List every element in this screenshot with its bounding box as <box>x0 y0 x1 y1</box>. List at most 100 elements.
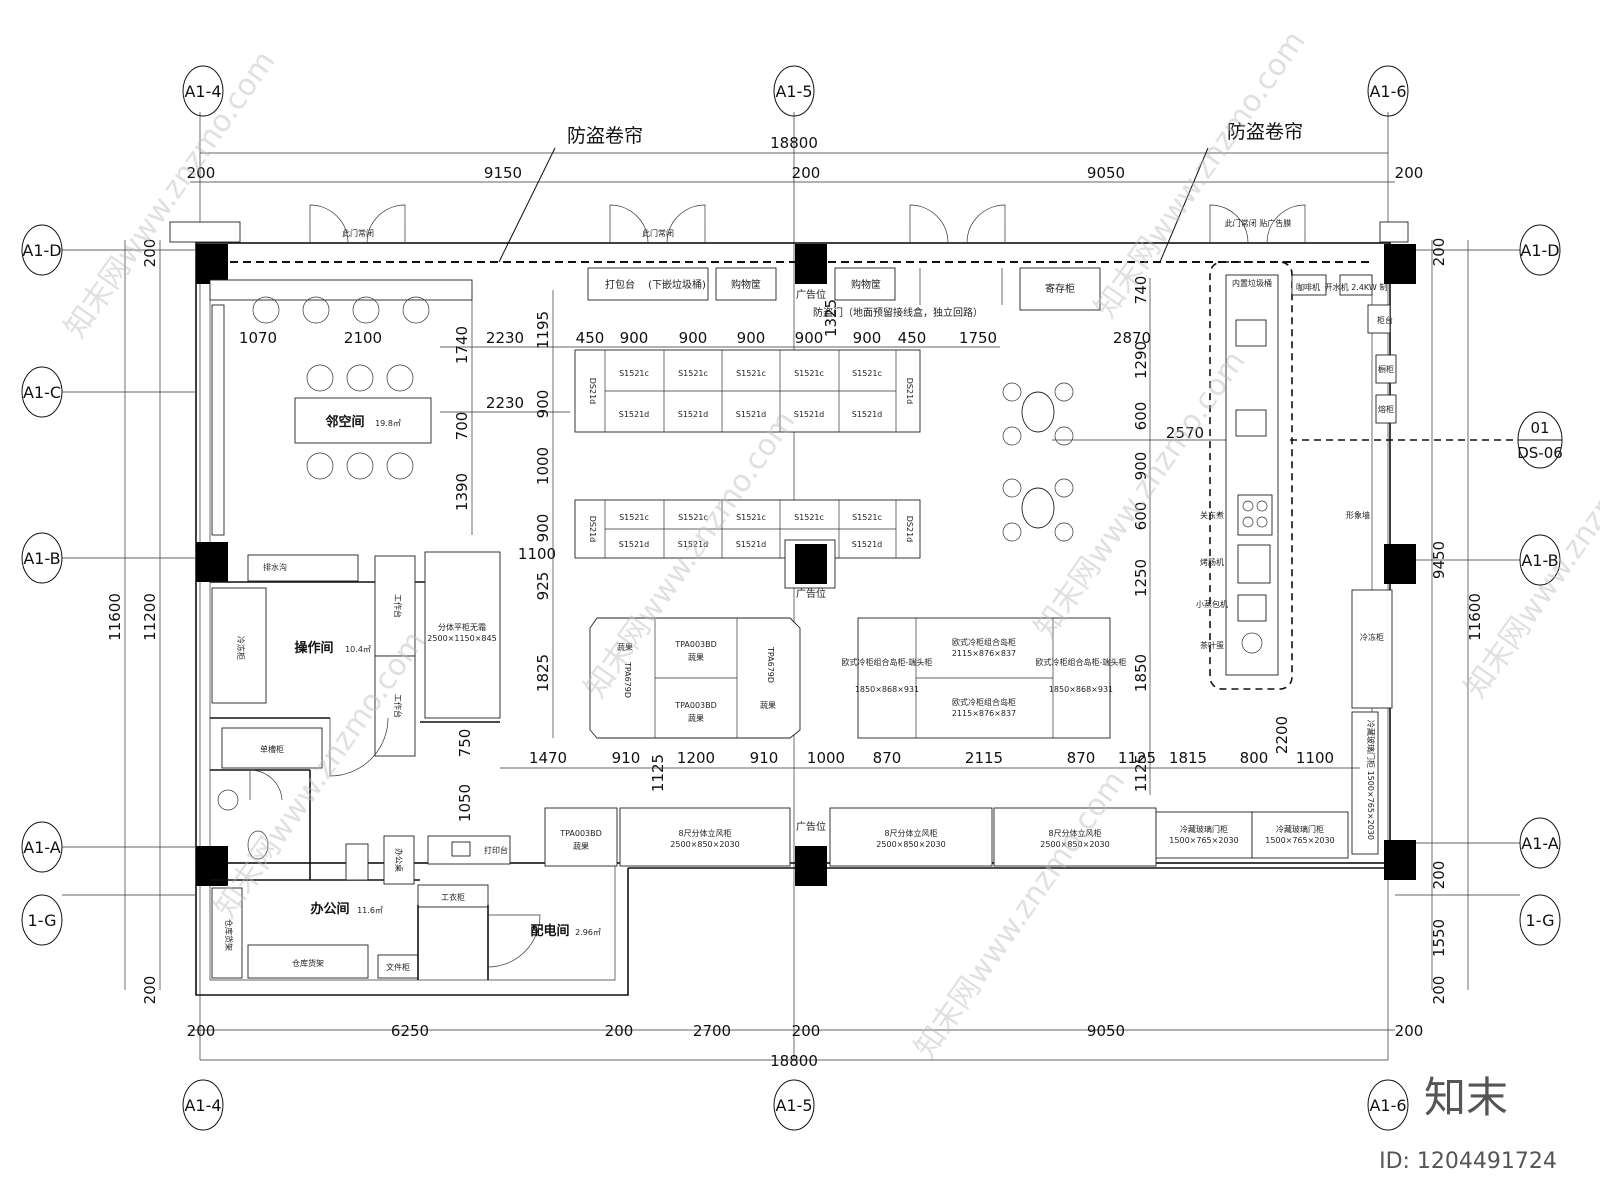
svg-text:仓库货架: 仓库货架 <box>224 919 234 951</box>
svg-text:2500×850×2030: 2500×850×2030 <box>876 840 945 849</box>
room-power-area: 2.96㎡ <box>575 928 601 937</box>
svg-text:1-G: 1-G <box>1526 911 1555 930</box>
svg-text:1850×868×931: 1850×868×931 <box>1049 685 1113 694</box>
svg-text:S1521c: S1521c <box>678 369 708 378</box>
dim-bottom: 2700 <box>693 1022 731 1040</box>
dim-right: 9450 <box>1430 541 1448 579</box>
pack-table-label: 打包台 <box>605 278 635 291</box>
svg-text:蔬果: 蔬果 <box>617 642 633 652</box>
dim-right-outer: 11600 <box>1466 593 1484 641</box>
svg-text:S1521d: S1521d <box>736 540 767 549</box>
svg-text:1250: 1250 <box>1132 559 1150 597</box>
island-cabinets <box>589 617 1111 739</box>
shelf-row-1 <box>574 349 921 433</box>
dim: 700 <box>453 412 471 441</box>
axis-bubble: A1-6 <box>1367 65 1409 117</box>
room-neighbor: 邻空间 <box>324 414 364 430</box>
svg-text:A1-D: A1-D <box>22 241 61 260</box>
cart-label: 购物筐 <box>851 278 881 291</box>
svg-text:2115: 2115 <box>965 749 1003 767</box>
svg-text:2570: 2570 <box>1166 424 1204 442</box>
svg-text:DS-06: DS-06 <box>1517 444 1563 462</box>
axis-bubble: A1-D <box>21 224 63 276</box>
axis-bubble: 1-G <box>21 894 63 946</box>
svg-text:关东煮: 关东煮 <box>1200 510 1224 520</box>
ad-label: 广告位 <box>796 288 826 301</box>
svg-text:单槽柜: 单槽柜 <box>260 744 284 754</box>
anti-theft-label: 防盗门（地面预留接线盒，独立回路） <box>813 306 983 319</box>
svg-text:A1-4: A1-4 <box>184 1096 221 1115</box>
svg-text:1050: 1050 <box>456 784 474 822</box>
svg-text:S1521d: S1521d <box>852 540 883 549</box>
room-power: 配电间 <box>530 923 569 939</box>
svg-text:S1521c: S1521c <box>619 513 649 522</box>
svg-text:900: 900 <box>534 390 552 419</box>
svg-text:1500×765×2030: 1500×765×2030 <box>1265 836 1334 845</box>
svg-text:2200: 2200 <box>1273 716 1291 754</box>
svg-text:870: 870 <box>873 749 902 767</box>
svg-text:910: 910 <box>612 749 641 767</box>
axis-bubble: A1-4 <box>182 1079 224 1131</box>
ad-label: 广告位 <box>796 820 826 833</box>
svg-text:925: 925 <box>534 572 552 601</box>
front-doors[interactable] <box>309 204 1306 244</box>
svg-text:冷冻柜: 冷冻柜 <box>1360 632 1384 642</box>
svg-text:TPA003BD: TPA003BD <box>559 829 602 838</box>
svg-text:仓库货架: 仓库货架 <box>292 958 324 968</box>
dim-bottom: 200 <box>792 1022 821 1040</box>
dim: 2230 <box>486 329 524 347</box>
axis-bubbles: A1-4 A1-5 A1-6 A1-4 A1-5 A1-6 A1-D A1-C … <box>21 65 1563 1131</box>
brand-logo: 知末 <box>1424 1073 1508 1122</box>
svg-text:2500×850×2030: 2500×850×2030 <box>670 840 739 849</box>
svg-text:欧式冷柜组合岛柜: 欧式冷柜组合岛柜 <box>952 637 1016 647</box>
svg-text:A1-6: A1-6 <box>1369 1096 1406 1115</box>
ad-label: 广告位 <box>796 587 826 600</box>
shutter-label: 防盗卷帘 <box>567 125 643 147</box>
top-equipment <box>587 267 1101 311</box>
svg-text:A1-5: A1-5 <box>775 1096 812 1115</box>
shelf-row-2 <box>574 499 921 559</box>
dim-right: 200 <box>1430 861 1448 890</box>
svg-text:1500×765×2030: 1500×765×2030 <box>1169 836 1238 845</box>
svg-text:450: 450 <box>898 329 927 347</box>
svg-text:8尺分体立风柜: 8尺分体立风柜 <box>884 828 937 838</box>
svg-text:排水沟: 排水沟 <box>263 562 287 572</box>
svg-text:900: 900 <box>737 329 766 347</box>
svg-text:900: 900 <box>795 329 824 347</box>
svg-text:打印台: 打印台 <box>484 845 508 855</box>
svg-text:办公桌: 办公桌 <box>394 848 404 872</box>
svg-text:1195: 1195 <box>534 311 552 349</box>
svg-text:1325: 1325 <box>822 299 840 337</box>
svg-text:柜台: 柜台 <box>1377 315 1393 325</box>
dim-top-total: 18800 <box>770 134 818 152</box>
svg-text:文件柜: 文件柜 <box>386 962 410 972</box>
dim-left: 200 <box>141 239 159 268</box>
svg-text:烤肠机: 烤肠机 <box>1200 557 1224 567</box>
svg-text:S1521c: S1521c <box>619 369 649 378</box>
axis-bubble: A1-B <box>21 532 63 584</box>
svg-text:S1521d: S1521d <box>852 410 883 419</box>
svg-text:910: 910 <box>750 749 779 767</box>
dim: 1740 <box>453 326 471 364</box>
svg-text:欧式冷柜组合岛柜-端头柜: 欧式冷柜组合岛柜-端头柜 <box>842 657 933 667</box>
svg-text:TPA679D: TPA679D <box>623 661 632 698</box>
svg-text:开水机 2.4KW 制: 开水机 2.4KW 制 <box>1325 282 1388 292</box>
svg-text:DS21d: DS21d <box>905 378 914 405</box>
svg-text:8尺分体立风柜: 8尺分体立风柜 <box>1048 828 1101 838</box>
svg-text:TPA003BD: TPA003BD <box>674 701 717 710</box>
room-neighbor-area: 19.8㎡ <box>375 419 401 428</box>
dim: 2100 <box>344 329 382 347</box>
axis-bubble: A1-A <box>21 821 63 873</box>
svg-text:蔬果: 蔬果 <box>760 700 776 710</box>
svg-text:S1521c: S1521c <box>736 369 766 378</box>
door-label: 此门常闭 <box>642 228 674 238</box>
svg-text:A1-D: A1-D <box>1520 241 1559 260</box>
svg-text:1000: 1000 <box>534 447 552 485</box>
svg-text:1125: 1125 <box>1132 754 1150 792</box>
axis-bubble: A1-4 <box>182 65 224 117</box>
svg-text:A1-A: A1-A <box>23 838 61 857</box>
dim-left: 200 <box>141 976 159 1005</box>
svg-text:A1-4: A1-4 <box>184 82 221 101</box>
office-area <box>210 769 541 980</box>
